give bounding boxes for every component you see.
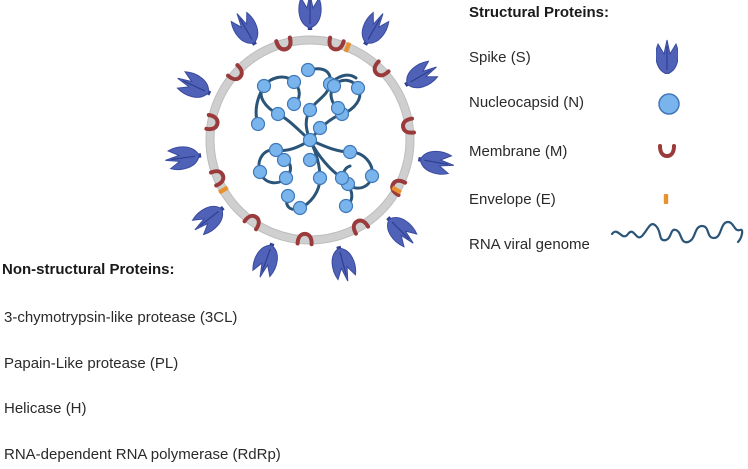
envelope-icon bbox=[663, 194, 669, 204]
nucleocapsid-protein bbox=[292, 200, 308, 216]
legend-label-membrane: Membrane (M) bbox=[469, 143, 568, 160]
nucleocapsid-protein bbox=[334, 170, 350, 186]
nucleocapsid-protein bbox=[312, 170, 328, 186]
nucleocapsid-protein bbox=[270, 106, 286, 122]
nucleocapsid-protein bbox=[342, 144, 358, 160]
nucleocapsid-protein bbox=[268, 142, 284, 158]
nonstructural-item-rdrp: RNA-dependent RNA polymerase (RdRp) bbox=[4, 446, 281, 463]
nucleocapsid-protein bbox=[364, 168, 380, 184]
nucleocapsid-protein bbox=[252, 164, 268, 180]
legend-label-envelope: Envelope (E) bbox=[469, 191, 556, 208]
nucleocapsid-protein bbox=[338, 198, 354, 214]
rna-genome-icon bbox=[610, 220, 744, 244]
nucleocapsid-protein bbox=[256, 78, 272, 94]
nucleocapsid-protein bbox=[286, 74, 302, 90]
nucleocapsid-protein bbox=[300, 62, 316, 78]
legend-label-nucleocapsid: Nucleocapsid (N) bbox=[469, 94, 585, 111]
nonstructural-item-pl: Papain-Like protease (PL) bbox=[4, 355, 179, 372]
spike-protein bbox=[327, 242, 360, 285]
spike-protein bbox=[354, 7, 394, 51]
nucleocapsid-protein bbox=[302, 102, 318, 118]
nucleocapsid-protein bbox=[250, 116, 266, 132]
spike-protein bbox=[399, 56, 443, 96]
nucleocapsid-proteins bbox=[250, 62, 380, 216]
nucleocapsid-icon bbox=[658, 93, 680, 115]
spike-protein bbox=[248, 238, 284, 282]
nucleocapsid-protein bbox=[280, 188, 296, 204]
coronavirus-illustration bbox=[163, 0, 457, 285]
nucleocapsid-protein bbox=[302, 152, 318, 168]
nonstructural-proteins-heading: Non-structural Proteins: bbox=[2, 261, 175, 278]
spike-protein bbox=[226, 7, 266, 51]
nucleocapsid-protein bbox=[278, 170, 294, 186]
nucleocapsid-protein bbox=[350, 80, 366, 96]
spike-protein bbox=[163, 143, 204, 172]
spike-protein bbox=[187, 198, 231, 240]
nucleocapsid-protein bbox=[330, 100, 346, 116]
spike-icon bbox=[656, 39, 678, 74]
nonstructural-item-helicase: Helicase (H) bbox=[4, 400, 87, 417]
legend-label-rna-genome: RNA viral genome bbox=[469, 236, 590, 253]
spike-protein bbox=[298, 0, 322, 31]
spike-protein bbox=[415, 147, 457, 177]
nucleocapsid-protein bbox=[326, 78, 342, 94]
nucleocapsid-protein bbox=[302, 132, 318, 148]
nucleocapsid-protein bbox=[276, 152, 292, 168]
membrane-icon bbox=[658, 144, 676, 158]
nonstructural-item-3cl: 3-chymotrypsin-like protease (3CL) bbox=[4, 309, 238, 326]
nucleocapsid-protein bbox=[312, 120, 328, 136]
spike-protein bbox=[379, 209, 422, 252]
legend-label-spike: Spike (S) bbox=[469, 49, 531, 66]
spike-protein bbox=[172, 67, 216, 105]
structural-proteins-heading: Structural Proteins: bbox=[469, 4, 610, 21]
nucleocapsid-protein bbox=[286, 96, 302, 112]
